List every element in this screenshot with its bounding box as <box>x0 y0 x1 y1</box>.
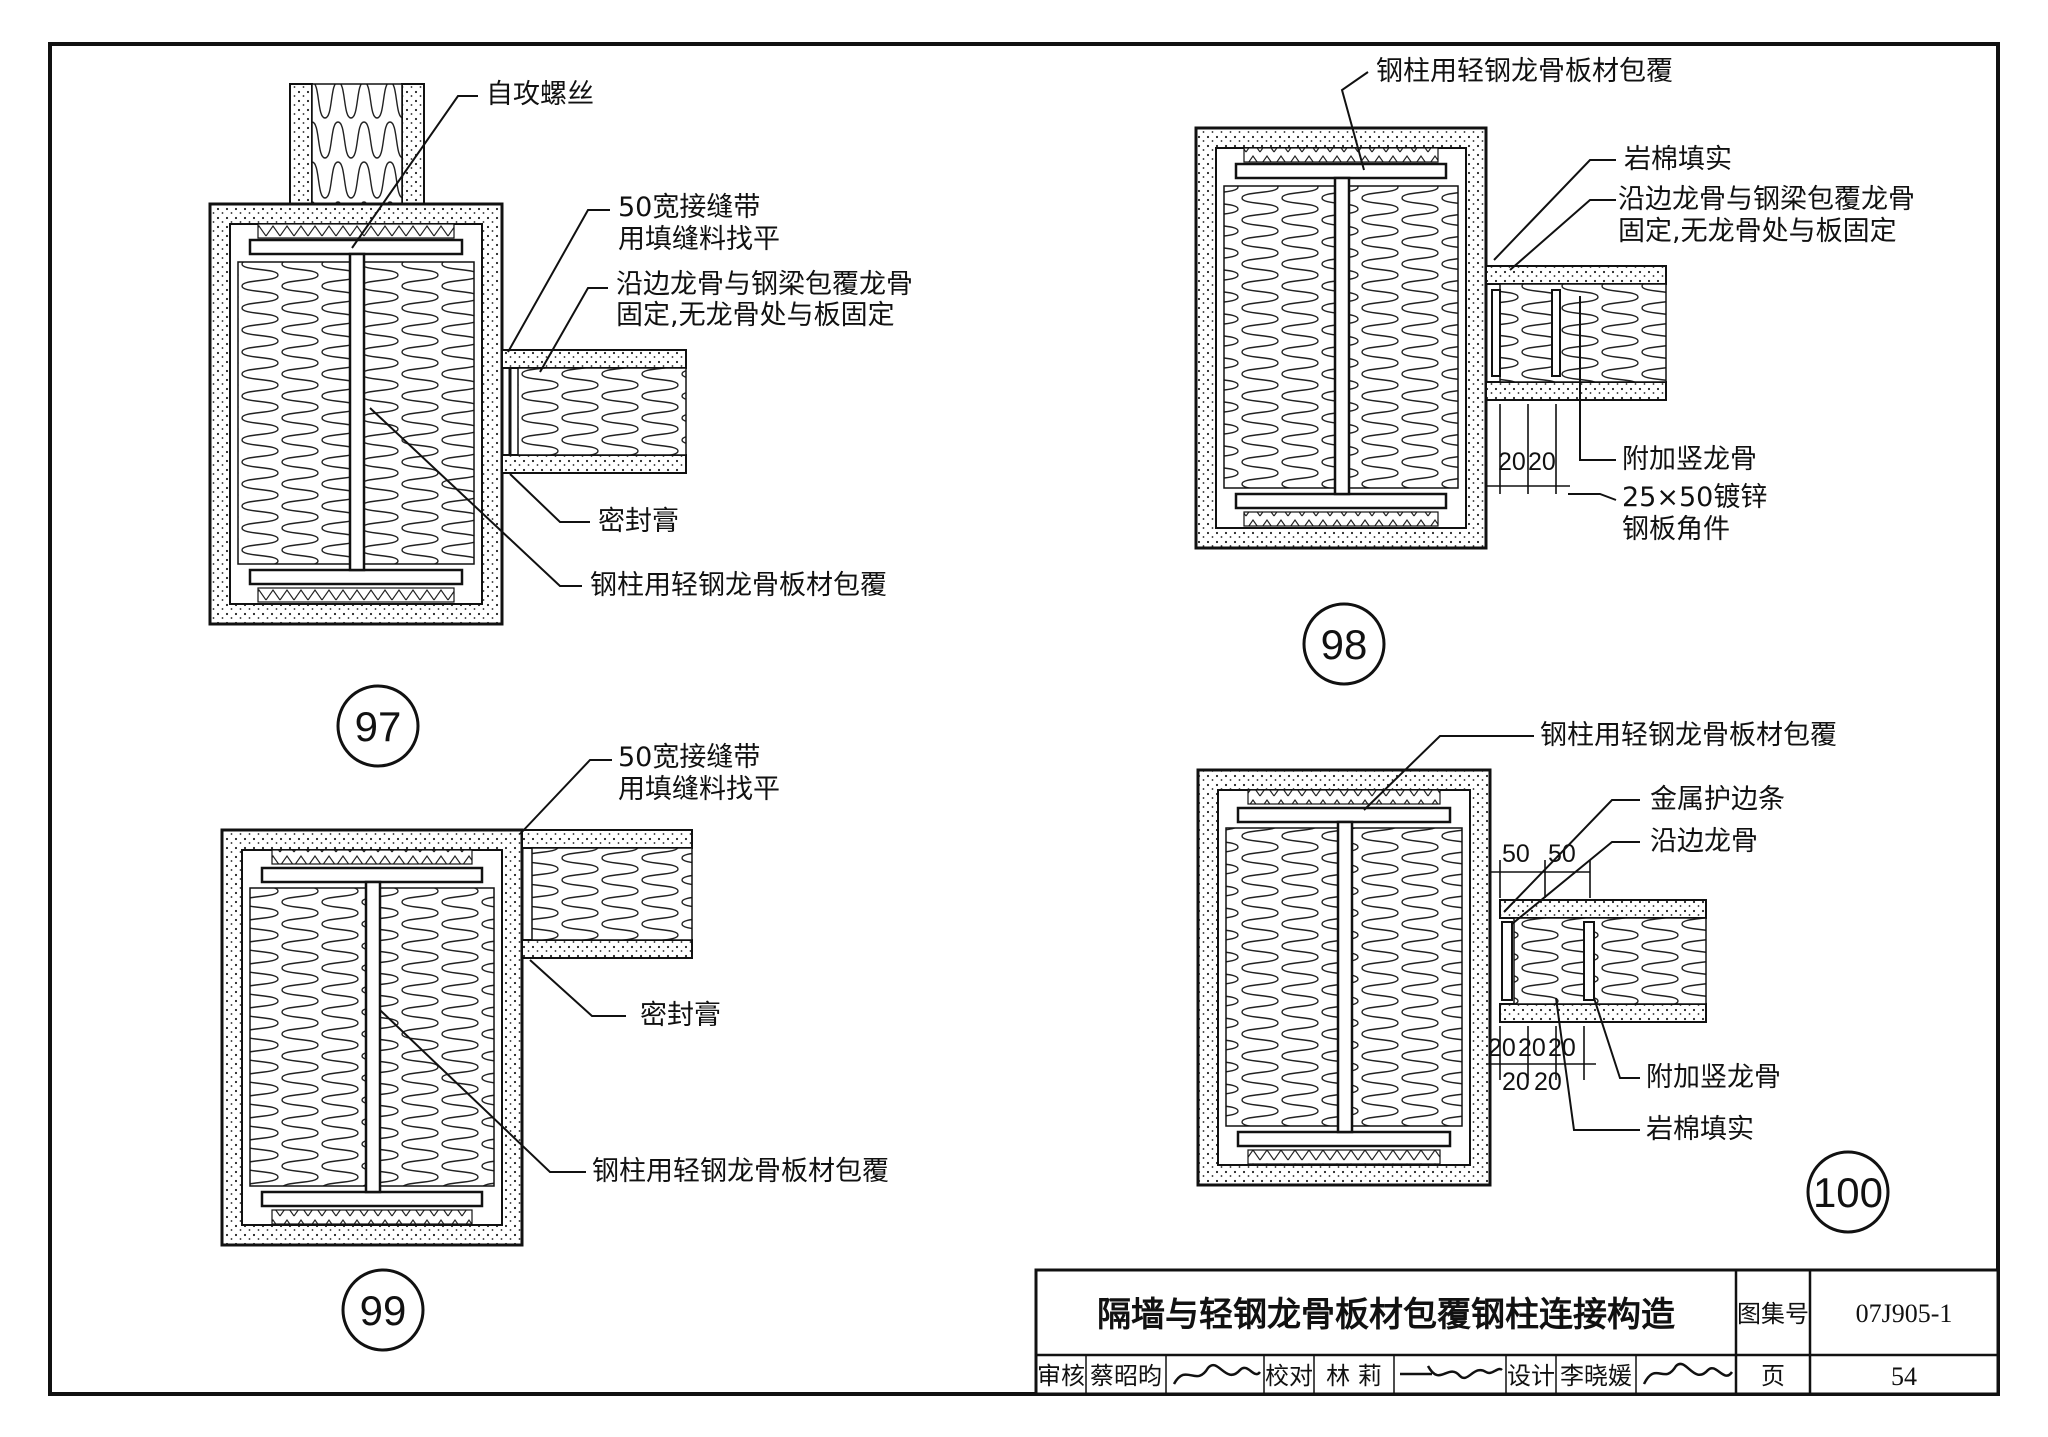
checker-signature <box>1400 1365 1503 1380</box>
dimension-lines <box>1488 860 1596 1080</box>
dim-20-b: 20 <box>1528 448 1556 476</box>
detail-98: 20 20 钢柱用轻钢龙骨板材包覆 岩棉填实 沿边龙骨与钢梁包覆龙骨 固定,无龙… <box>1194 56 1915 686</box>
bottom-wool-strip <box>257 587 455 603</box>
dim-low-20-b: 20 <box>1534 1068 1562 1096</box>
dimension-lines <box>1486 404 1570 494</box>
label-edge-keel: 沿边龙骨 <box>1650 826 1758 857</box>
steel-h-column <box>1234 162 1448 510</box>
partition-wall-top <box>289 83 425 210</box>
dim-bot-20-a: 20 <box>1488 1034 1516 1062</box>
label-joint-tape-2: 用填缝料找平 <box>618 774 780 805</box>
designer-name: 李晓媛 <box>1560 1362 1632 1390</box>
label-cladding: 钢柱用轻钢龙骨板材包覆 <box>592 1156 889 1187</box>
checker-name: 林 莉 <box>1326 1362 1382 1390</box>
check-label: 校对 <box>1265 1362 1313 1390</box>
steel-h-column <box>260 866 484 1208</box>
label-joint-tape-2: 用填缝料找平 <box>618 224 780 255</box>
label-rockwool: 岩棉填实 <box>1646 1114 1754 1145</box>
partition-wall-right <box>1499 899 1707 1023</box>
label-rockwool: 岩棉填实 <box>1624 144 1732 175</box>
page-number: 54 <box>1891 1362 1917 1391</box>
review-label: 审核 <box>1037 1362 1085 1390</box>
label-edge-keel-2: 固定,无龙骨处与板固定 <box>1618 216 1897 247</box>
top-wool-strip <box>271 849 473 865</box>
drawing-title: 隔墙与轻钢龙骨板材包覆钢柱连接构造 <box>1097 1295 1675 1335</box>
reviewer-signature <box>1172 1364 1261 1385</box>
detail-99-leaders <box>379 759 626 1173</box>
partition-wall-right <box>521 829 693 959</box>
label-cladding: 钢柱用轻钢龙骨板材包覆 <box>1540 720 1837 751</box>
designer-signature <box>1642 1362 1734 1385</box>
label-sealant: 密封膏 <box>598 506 679 537</box>
bottom-wool-strip <box>271 1209 473 1225</box>
atlas-code: 07J905-1 <box>1856 1299 1953 1328</box>
detail-number-circle-99 <box>341 1268 425 1352</box>
detail-99: 50宽接缝带 用填缝料找平 密封膏 钢柱用轻钢龙骨板材包覆 99 <box>220 742 889 1352</box>
steel-h-column <box>248 238 464 586</box>
label-joint-tape-1: 50宽接缝带 <box>618 192 760 223</box>
detail-number-circle-98 <box>1302 602 1386 686</box>
label-cladding: 钢柱用轻钢龙骨板材包覆 <box>1376 56 1673 87</box>
label-angle-1: 25×50镀锌 <box>1622 482 1767 513</box>
label-joint-tape-1: 50宽接缝带 <box>618 742 760 773</box>
detail-97-leaders <box>351 95 610 587</box>
dim-top-50-b: 50 <box>1548 840 1576 868</box>
atlas-label: 图集号 <box>1737 1300 1809 1328</box>
page-label: 页 <box>1761 1362 1785 1390</box>
detail-number-99: 99 <box>360 1287 407 1334</box>
label-edge-keel-2: 固定,无龙骨处与板固定 <box>616 300 895 331</box>
dim-top-50-a: 50 <box>1502 840 1530 868</box>
detail-number-98: 98 <box>1321 621 1368 668</box>
detail-98-leaders <box>1340 71 1617 501</box>
sheet-border <box>48 42 2000 1396</box>
detail-number-100: 100 <box>1813 1169 1883 1216</box>
label-edge-keel-1: 沿边龙骨与钢梁包覆龙骨 <box>1618 184 1915 215</box>
dim-low-20-a: 20 <box>1502 1068 1530 1096</box>
dim-20-a: 20 <box>1498 448 1526 476</box>
dim-bot-20-b: 20 <box>1518 1034 1546 1062</box>
detail-number-97: 97 <box>355 703 402 750</box>
design-label: 设计 <box>1507 1362 1555 1390</box>
label-extra-stud: 附加竖龙骨 <box>1646 1062 1781 1093</box>
label-self-tapping-screw: 自攻螺丝 <box>486 79 594 110</box>
label-edge-keel-1: 沿边龙骨与钢梁包覆龙骨 <box>616 269 913 300</box>
partition-wall-right <box>501 349 687 474</box>
steel-h-column <box>1236 806 1452 1148</box>
label-cladding: 钢柱用轻钢龙骨板材包覆 <box>590 570 887 601</box>
label-metal-trim: 金属护边条 <box>1650 784 1785 815</box>
label-sealant: 密封膏 <box>640 1000 721 1031</box>
label-extra-stud: 附加竖龙骨 <box>1622 444 1757 475</box>
detail-100-leaders <box>1363 735 1640 1131</box>
detail-number-circle-97 <box>336 684 420 768</box>
partition-wall-right <box>1485 265 1667 401</box>
top-wool-strip <box>1247 789 1441 805</box>
detail-number-circle-100 <box>1806 1150 1890 1234</box>
label-angle-2: 钢板角件 <box>1622 514 1730 545</box>
bottom-wool-strip <box>1243 511 1439 527</box>
bottom-wool-strip <box>1247 1149 1441 1165</box>
detail-97: 自攻螺丝 50宽接缝带 用填缝料找平 沿边龙骨与钢梁包覆龙骨 固定,无龙骨处与板… <box>208 79 913 768</box>
title-block: 隔墙与轻钢龙骨板材包覆钢柱连接构造 图集号 07J905-1 审核 蔡昭昀 校对… <box>1034 1268 2000 1396</box>
reviewer-name: 蔡昭昀 <box>1090 1362 1162 1390</box>
top-wool-strip <box>1243 147 1439 163</box>
detail-100: 50 50 20 20 20 20 20 钢柱用轻钢龙骨板材包覆 金属护边条 沿… <box>1196 720 1890 1234</box>
top-wool-strip <box>257 223 455 239</box>
